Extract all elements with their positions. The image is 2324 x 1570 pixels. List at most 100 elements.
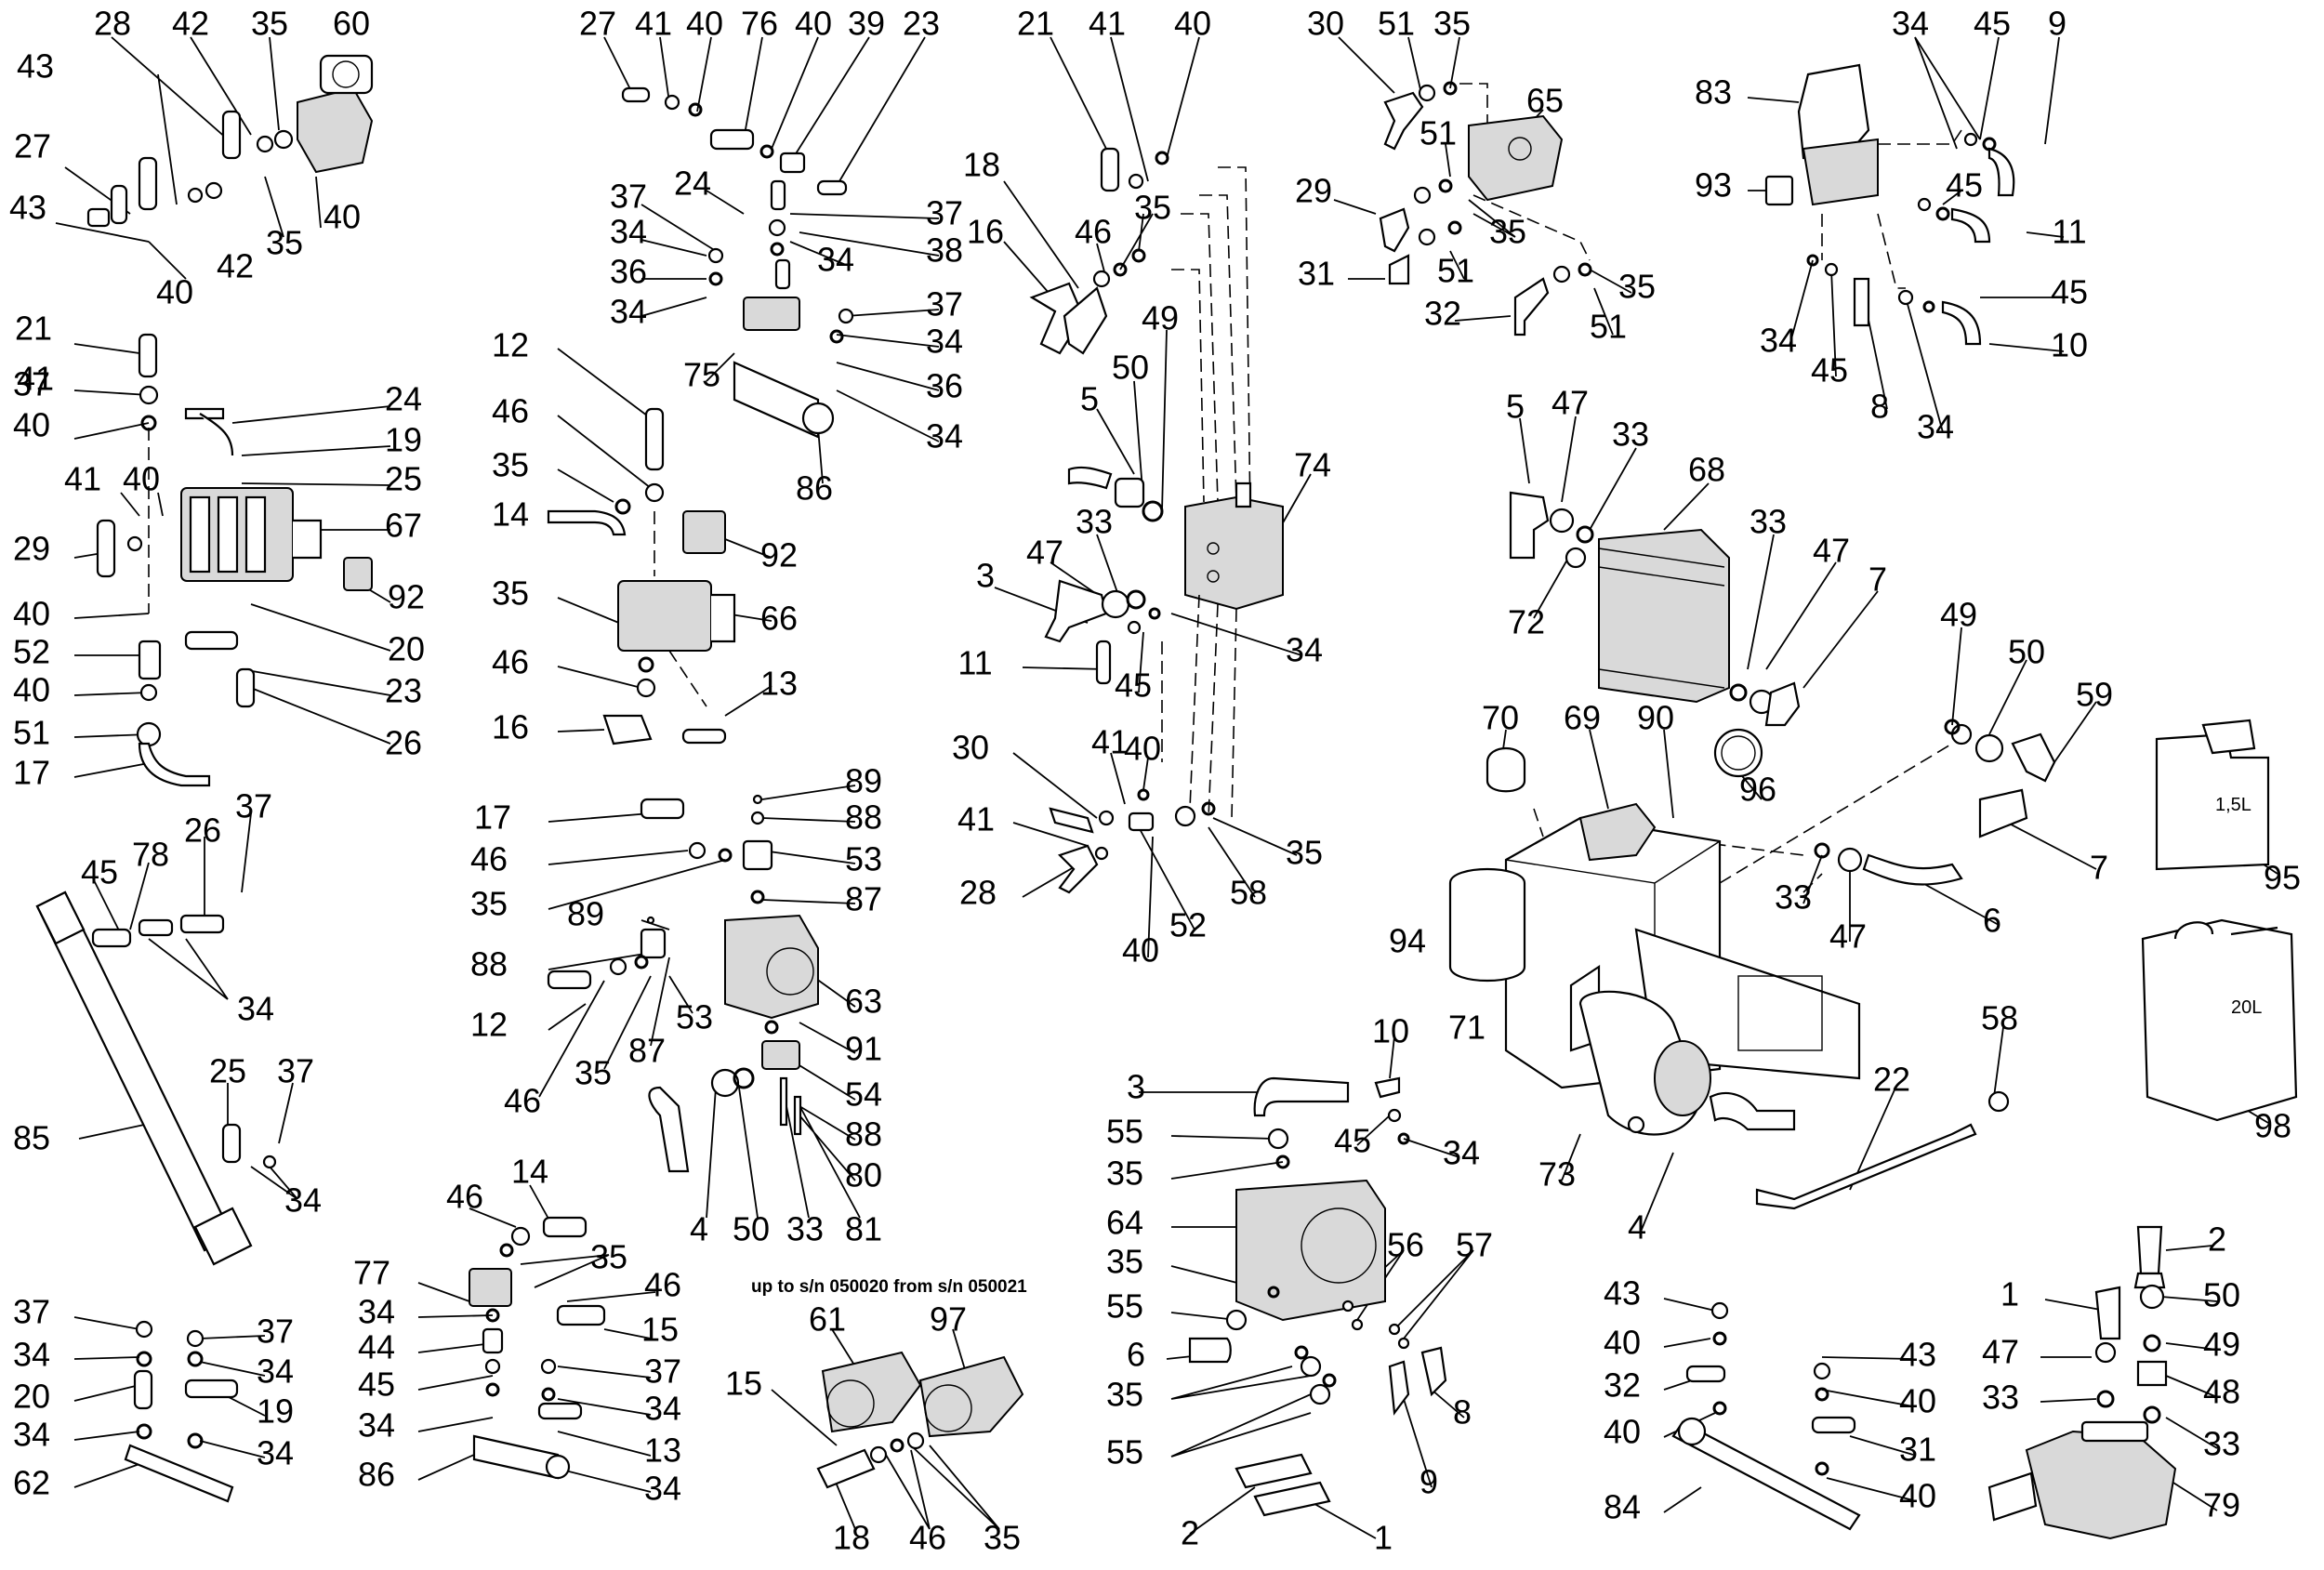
part-callout-35: 35 (266, 224, 303, 262)
part-callout-17: 17 (13, 754, 50, 792)
part-callout-35: 35 (1286, 834, 1323, 872)
part-callout-40: 40 (1604, 1324, 1641, 1362)
part-callout-4: 4 (1628, 1208, 1646, 1247)
part-callout-34: 34 (1917, 408, 1954, 446)
part-callout-37: 37 (926, 285, 963, 323)
cylinder-85-group (35, 812, 298, 1266)
part-callout-51: 51 (13, 714, 50, 752)
part-callout-46: 46 (504, 1082, 541, 1120)
part-callout-35: 35 (492, 446, 529, 484)
part-callout-23: 23 (385, 672, 422, 710)
part-callout-41: 41 (1091, 723, 1129, 761)
part-callout-37: 37 (277, 1052, 314, 1090)
part-callout-37: 37 (13, 1293, 50, 1331)
part-callout-40: 40 (324, 198, 361, 236)
part-callout-16: 16 (492, 708, 529, 746)
part-callout-7: 7 (2090, 849, 2108, 887)
part-callout-35: 35 (251, 5, 288, 43)
part-callout-34: 34 (610, 213, 647, 251)
part-callout-50: 50 (2203, 1276, 2240, 1314)
part-callout-21: 21 (1017, 5, 1054, 43)
part-callout-34: 34 (237, 990, 274, 1028)
cooler-68-group (1509, 416, 1879, 727)
part-callout-62: 62 (13, 1464, 50, 1502)
part-callout-61: 61 (809, 1300, 846, 1339)
part-callout-95: 95 (2264, 859, 2301, 897)
part-callout-22: 22 (1873, 1061, 1910, 1099)
part-callout-43: 43 (17, 47, 54, 86)
part-callout-40: 40 (156, 273, 193, 311)
part-callout-33: 33 (786, 1210, 824, 1248)
part-callout-34: 34 (1760, 322, 1797, 360)
part-callout-86: 86 (358, 1456, 395, 1494)
part-callout-42: 42 (172, 5, 209, 43)
part-callout-37: 37 (926, 194, 963, 232)
part-callout-11: 11 (957, 644, 992, 682)
part-callout-19: 19 (385, 421, 422, 459)
part-callout-40: 40 (13, 406, 50, 444)
part-callout-45: 45 (1334, 1122, 1371, 1160)
part-callout-45: 45 (358, 1366, 395, 1404)
part-callout-35: 35 (470, 885, 508, 923)
part-callout-16: 16 (967, 213, 1004, 251)
part-callout-51: 51 (1378, 5, 1415, 43)
part-callout-25: 25 (209, 1052, 246, 1090)
part-callout-45: 45 (81, 853, 118, 891)
part-callout-66: 66 (760, 600, 798, 638)
part-callout-65: 65 (1526, 82, 1564, 120)
part-callout-81: 81 (845, 1210, 882, 1248)
part-callout-40: 40 (1174, 5, 1211, 43)
part-callout-35: 35 (1134, 189, 1171, 227)
part-callout-40: 40 (686, 5, 723, 43)
part-callout-7: 7 (1868, 561, 1887, 599)
part-callout-35: 35 (574, 1054, 612, 1092)
part-callout-63: 63 (845, 983, 882, 1021)
part-callout-32: 32 (1424, 295, 1461, 333)
cylinder-84-group (1663, 1298, 1914, 1531)
steering-unit-group (55, 36, 374, 280)
part-callout-46: 46 (470, 840, 508, 878)
part-callout-45: 45 (1946, 166, 1983, 204)
part-callout-74: 74 (1294, 446, 1331, 484)
part-callout-80: 80 (845, 1156, 882, 1194)
serial-note: up to s/n 050020 from s/n 050021 (751, 1277, 1027, 1297)
cylinder-62-group (73, 1316, 266, 1503)
part-callout-40: 40 (795, 5, 832, 43)
part-callout-2: 2 (1181, 1514, 1199, 1552)
part-callout-37: 37 (13, 365, 50, 403)
part-callout-9: 9 (1419, 1463, 1438, 1501)
part-callout-12: 12 (492, 326, 529, 364)
part-callout-33: 33 (1982, 1379, 2019, 1417)
part-callout-34: 34 (358, 1406, 395, 1445)
part-callout-15: 15 (725, 1365, 762, 1403)
part-callout-69: 69 (1564, 699, 1601, 737)
part-callout-34: 34 (1286, 631, 1323, 669)
part-callout-35: 35 (1106, 1154, 1143, 1193)
part-callout-10: 10 (2051, 326, 2088, 364)
part-callout-44: 44 (358, 1328, 395, 1366)
part-callout-49: 49 (1142, 299, 1179, 337)
part-callout-34: 34 (644, 1470, 681, 1508)
part-callout-30: 30 (952, 729, 989, 767)
part-callout-51: 51 (1437, 252, 1474, 290)
part-callout-6: 6 (1127, 1336, 1145, 1374)
part-callout-58: 58 (1230, 874, 1267, 912)
part-callout-20: 20 (13, 1378, 50, 1416)
part-callout-5: 5 (1506, 388, 1525, 426)
part-callout-47: 47 (1829, 917, 1867, 956)
part-callout-89: 89 (567, 895, 604, 933)
part-callout-42: 42 (217, 247, 254, 285)
part-callout-53: 53 (845, 840, 882, 878)
part-callout-84: 84 (1604, 1488, 1641, 1526)
part-callout-26: 26 (184, 811, 221, 850)
part-callout-24: 24 (674, 165, 711, 203)
part-callout-14: 14 (511, 1153, 548, 1191)
part-callout-32: 32 (1604, 1366, 1641, 1405)
part-callout-79: 79 (2203, 1486, 2240, 1524)
part-callout-33: 33 (1750, 503, 1787, 541)
part-callout-68: 68 (1688, 451, 1725, 489)
part-callout-40: 40 (1124, 730, 1161, 768)
part-callout-77: 77 (353, 1254, 390, 1292)
part-callout-35: 35 (590, 1238, 627, 1276)
